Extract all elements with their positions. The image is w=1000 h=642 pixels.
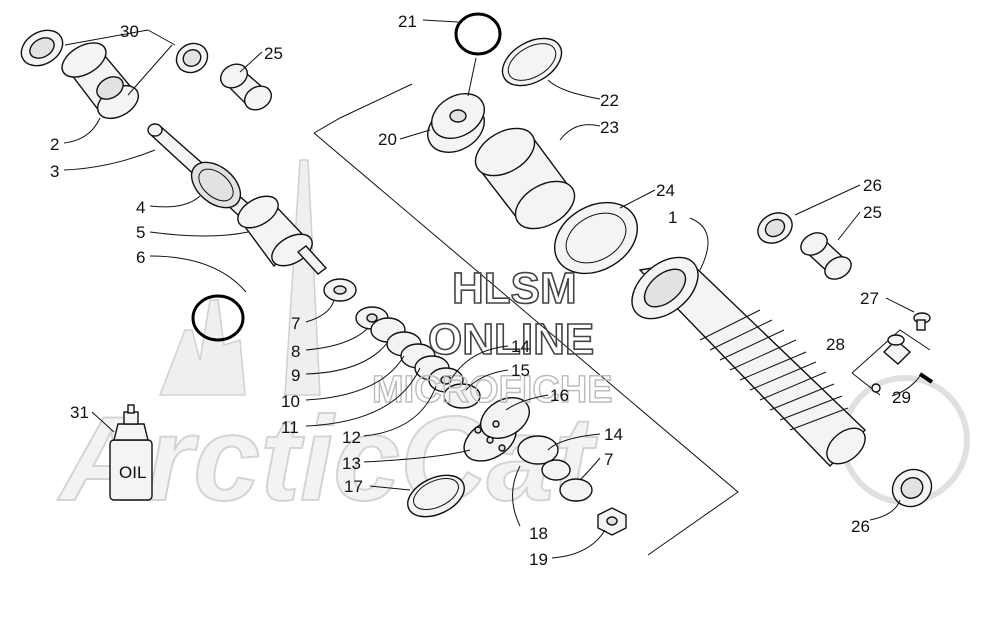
part-1-shock-body (631, 256, 866, 468)
callout-25-b: 25 (863, 203, 882, 222)
frame-line (313, 132, 739, 556)
part-26-seal-b (891, 468, 933, 508)
watermark-line-3: MICROFICHE (372, 369, 613, 411)
frame-line (313, 83, 413, 134)
callout-14: 14 (511, 337, 530, 356)
callout-14-b: 14 (604, 425, 623, 444)
callout-25: 25 (264, 44, 283, 63)
part-14-washer (541, 459, 571, 481)
callout-4: 4 (136, 198, 145, 217)
callout-15: 15 (511, 361, 530, 380)
part-13-piston (463, 397, 530, 462)
callout-30: 30 (120, 22, 139, 41)
part-25-bushing (219, 63, 273, 111)
washer-hole (333, 285, 347, 295)
callout-13: 13 (342, 454, 361, 473)
part-30-seal (20, 29, 64, 67)
callout-22: 22 (600, 91, 619, 110)
callout-24: 24 (656, 181, 675, 200)
leader-lines (63, 19, 921, 559)
callout-18: 18 (529, 524, 548, 543)
callout-16: 16 (550, 386, 569, 405)
part-17-piston-ring (407, 474, 465, 518)
part-2-eye (61, 42, 139, 120)
callout-26-b: 26 (851, 517, 870, 536)
callout-9: 9 (291, 366, 300, 385)
part-26-seal (757, 212, 793, 244)
part-6-o-ring (191, 294, 245, 342)
watermark-line-2: ONLINE (428, 315, 594, 364)
part-5-body (237, 195, 328, 275)
callout-28: 28 (826, 335, 845, 354)
part-25-bushing-b (800, 232, 852, 280)
callout-6: 6 (136, 248, 145, 267)
callout-8: 8 (291, 342, 300, 361)
part-22-ring (501, 37, 563, 87)
callout-17: 17 (344, 477, 363, 496)
part-4-bumper (190, 161, 242, 209)
callout-10: 10 (281, 392, 300, 411)
oil-bottle-label: OIL (119, 463, 146, 482)
callout-23: 23 (600, 118, 619, 137)
callout-12: 12 (342, 428, 361, 447)
part-27-screw (913, 312, 931, 331)
callout-19: 19 (529, 550, 548, 569)
callout-7: 7 (291, 314, 300, 333)
callout-5: 5 (136, 223, 145, 242)
callout-11: 11 (281, 418, 299, 437)
nut-hole (606, 516, 618, 526)
frame-line (851, 329, 931, 374)
hlsm-watermark: HLSM ONLINE MICROFICHE (371, 263, 613, 412)
callout-31: 31 (70, 403, 89, 422)
part-24-collar (553, 201, 639, 275)
callout-1: 1 (668, 208, 677, 227)
part-30-seal-b (175, 42, 209, 74)
callout-3: 3 (50, 162, 59, 181)
part-29-pin (918, 372, 934, 384)
part-18-washer (517, 435, 559, 465)
callout-20: 20 (378, 130, 397, 149)
part-20-cap (427, 93, 485, 153)
callout-labels: 30 25 2 3 4 5 6 7 8 9 10 11 12 13 14 15 … (50, 12, 911, 569)
part-7-washer-b (559, 478, 593, 502)
part-shim-stack (355, 306, 481, 409)
watermark-line-1: HLSM (452, 264, 577, 313)
callout-2: 2 (50, 135, 59, 154)
part-28-valve (871, 334, 912, 393)
callout-21: 21 (398, 12, 417, 31)
part-23-bladder (474, 127, 576, 230)
callout-27: 27 (860, 289, 879, 308)
callout-29: 29 (892, 388, 911, 407)
part-21-o-ring (454, 12, 502, 56)
callout-7-b: 7 (604, 450, 613, 469)
callout-26: 26 (863, 176, 882, 195)
part-31-oil-bottle: OIL (109, 404, 153, 501)
